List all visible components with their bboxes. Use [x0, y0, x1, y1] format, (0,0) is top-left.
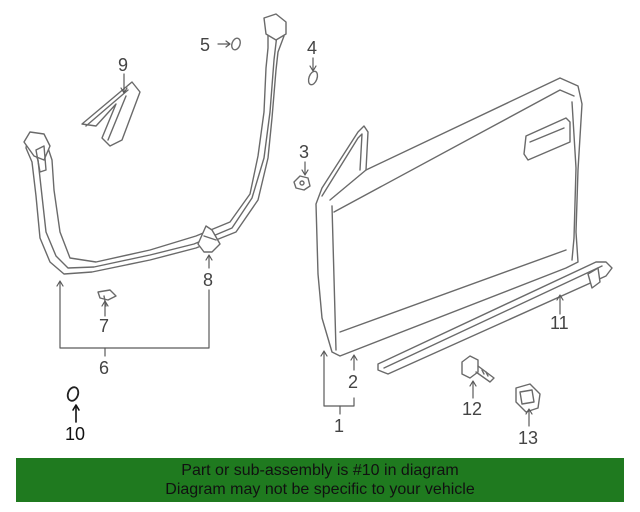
- callout-1: 1: [334, 416, 344, 436]
- part-12-bolt: [461, 355, 495, 383]
- part-6-weatherstrip: [23, 13, 287, 275]
- callout-10: 10: [65, 424, 85, 444]
- part-9-trim: [81, 81, 141, 147]
- callout-11: 11: [550, 313, 569, 333]
- callout-8: 8: [203, 270, 213, 290]
- callout-5: 5: [200, 35, 210, 55]
- part-13-clip: [515, 383, 541, 413]
- part-4-clip: [307, 70, 319, 86]
- part-3-bumper: [293, 175, 311, 191]
- leader-lines: [56, 40, 564, 427]
- info-banner: Part or sub-assembly is #10 in diagram D…: [16, 458, 624, 502]
- leader-10: [72, 404, 80, 423]
- callout-6: 6: [99, 358, 109, 378]
- callout-7: 7: [99, 316, 109, 336]
- part-8-clip: [197, 225, 221, 253]
- part-11-molding: [377, 261, 613, 375]
- banner-line-1: Part or sub-assembly is #10 in diagram: [181, 462, 459, 479]
- banner-line-2: Diagram may not be specific to your vehi…: [165, 481, 475, 498]
- callout-9: 9: [118, 55, 128, 75]
- part-10-grommet: [66, 386, 80, 402]
- part-1-door-shell: [315, 77, 583, 357]
- callout-2: 2: [348, 372, 358, 392]
- callout-4: 4: [307, 38, 317, 58]
- callout-3: 3: [299, 142, 309, 162]
- callout-13: 13: [518, 428, 538, 448]
- part-5-clip: [231, 37, 241, 51]
- callout-12: 12: [462, 399, 482, 419]
